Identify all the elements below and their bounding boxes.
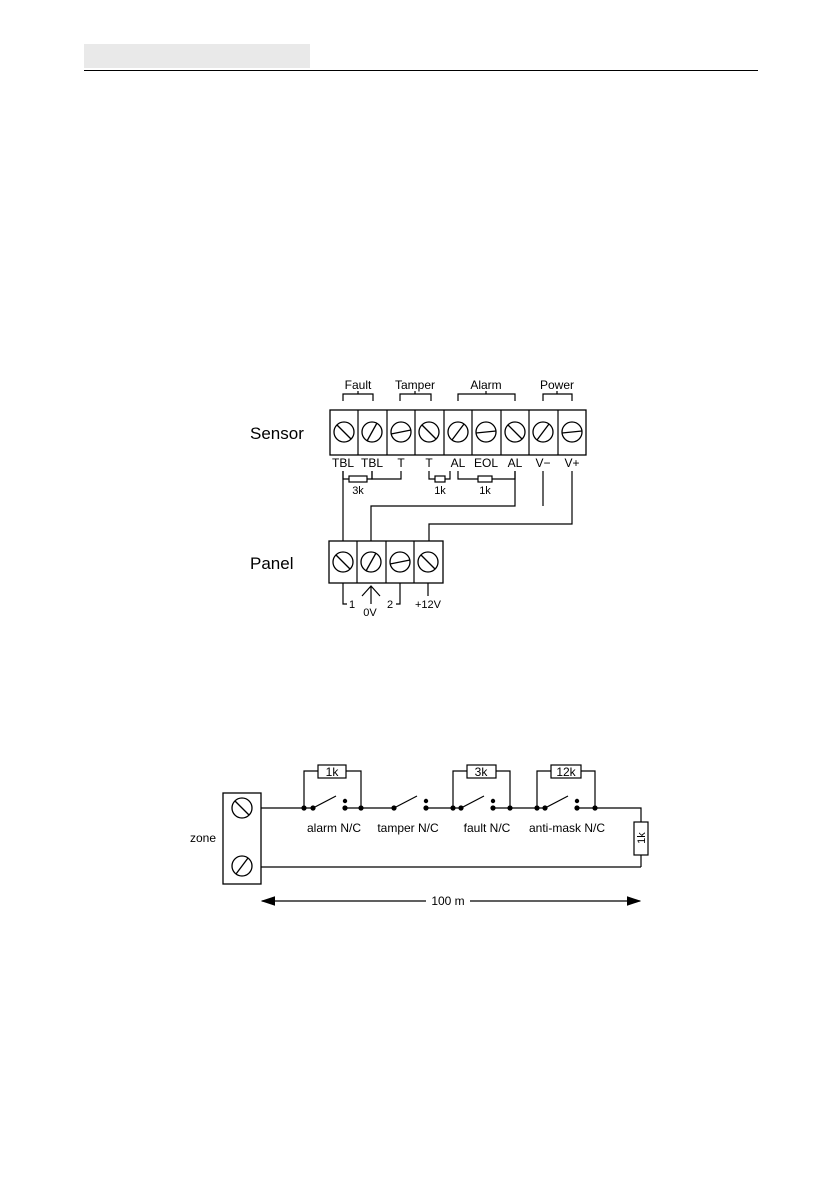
zone-label: zone [190, 831, 216, 845]
panel-lead-0v [362, 586, 380, 604]
panel-terminal-dividers [357, 541, 414, 583]
panel-lead-2 [396, 583, 400, 604]
terminal-label: T [425, 456, 433, 470]
screw-icon [390, 552, 410, 572]
power-bracket [543, 391, 572, 401]
alarm-resistor-label: 1k [326, 765, 340, 779]
screw-icon [448, 422, 468, 442]
screw-icon [419, 422, 439, 442]
screw-icon [418, 552, 438, 572]
fault-contact-label: fault N/C [464, 821, 511, 835]
terminal-label: V− [535, 456, 550, 470]
screw-icon [333, 552, 353, 572]
screw-icon [391, 422, 411, 442]
fault-resistor-value: 3k [352, 485, 364, 497]
zone-diagram-labels: 100 m zone 1k 3k 12k 1k alarm N/C tamper… [190, 765, 648, 908]
screw-icon [562, 422, 582, 442]
terminal-label: TBL [332, 456, 354, 470]
terminal-label: AL [451, 456, 466, 470]
tbl-t-jumper [372, 471, 401, 479]
tamper-resistor-value: 1k [434, 485, 446, 497]
panel-terminal-12v-label: +12V [415, 599, 442, 611]
antimask-resistor-label: 12k [556, 765, 576, 779]
sensor-screws [334, 422, 582, 442]
panel-lead-1 [343, 583, 347, 604]
fault-resistor-link [343, 471, 372, 482]
alarm-contact-label: alarm N/C [307, 821, 361, 835]
panel-label: Panel [250, 554, 293, 573]
alarm-eol-resistor-link [458, 471, 515, 482]
distance-label: 100 m [431, 894, 464, 908]
group-power-label: Power [540, 378, 574, 392]
screw-icon [232, 798, 252, 818]
zone-terminal-block [223, 793, 261, 884]
alarm-resistor-value: 1k [479, 485, 491, 497]
tamper-contact-label: tamper N/C [377, 821, 439, 835]
screw-icon [476, 422, 496, 442]
screw-icon [533, 422, 553, 442]
sensor-label: Sensor [250, 424, 304, 443]
terminal-label: AL [508, 456, 523, 470]
tamper-bracket [400, 391, 431, 401]
terminal-label: TBL [361, 456, 383, 470]
eol-resistor-label: 1k [636, 832, 648, 844]
tamper-contact [392, 796, 453, 810]
terminal-label: T [397, 456, 405, 470]
alarm-bracket [458, 391, 515, 401]
antimask-contact-label: anti-mask N/C [529, 821, 605, 835]
terminal-label: V+ [564, 456, 579, 470]
screw-icon [334, 422, 354, 442]
group-alarm-label: Alarm [470, 378, 501, 392]
tamper-resistor-link [429, 471, 450, 482]
panel-terminal-0v-label: 0V [363, 607, 377, 619]
panel-terminal-1-label: 1 [349, 599, 355, 611]
screw-icon [362, 422, 382, 442]
group-tamper-label: Tamper [395, 378, 435, 392]
group-fault-label: Fault [345, 378, 372, 392]
fault-bracket [343, 391, 373, 401]
screw-icon [505, 422, 525, 442]
panel-terminal-2-label: 2 [387, 599, 393, 611]
wiring-diagram [329, 391, 586, 604]
screw-icon [232, 856, 252, 876]
fault-resistor-label: 3k [475, 765, 489, 779]
terminal-label: EOL [474, 456, 498, 470]
screw-icon [361, 552, 381, 572]
